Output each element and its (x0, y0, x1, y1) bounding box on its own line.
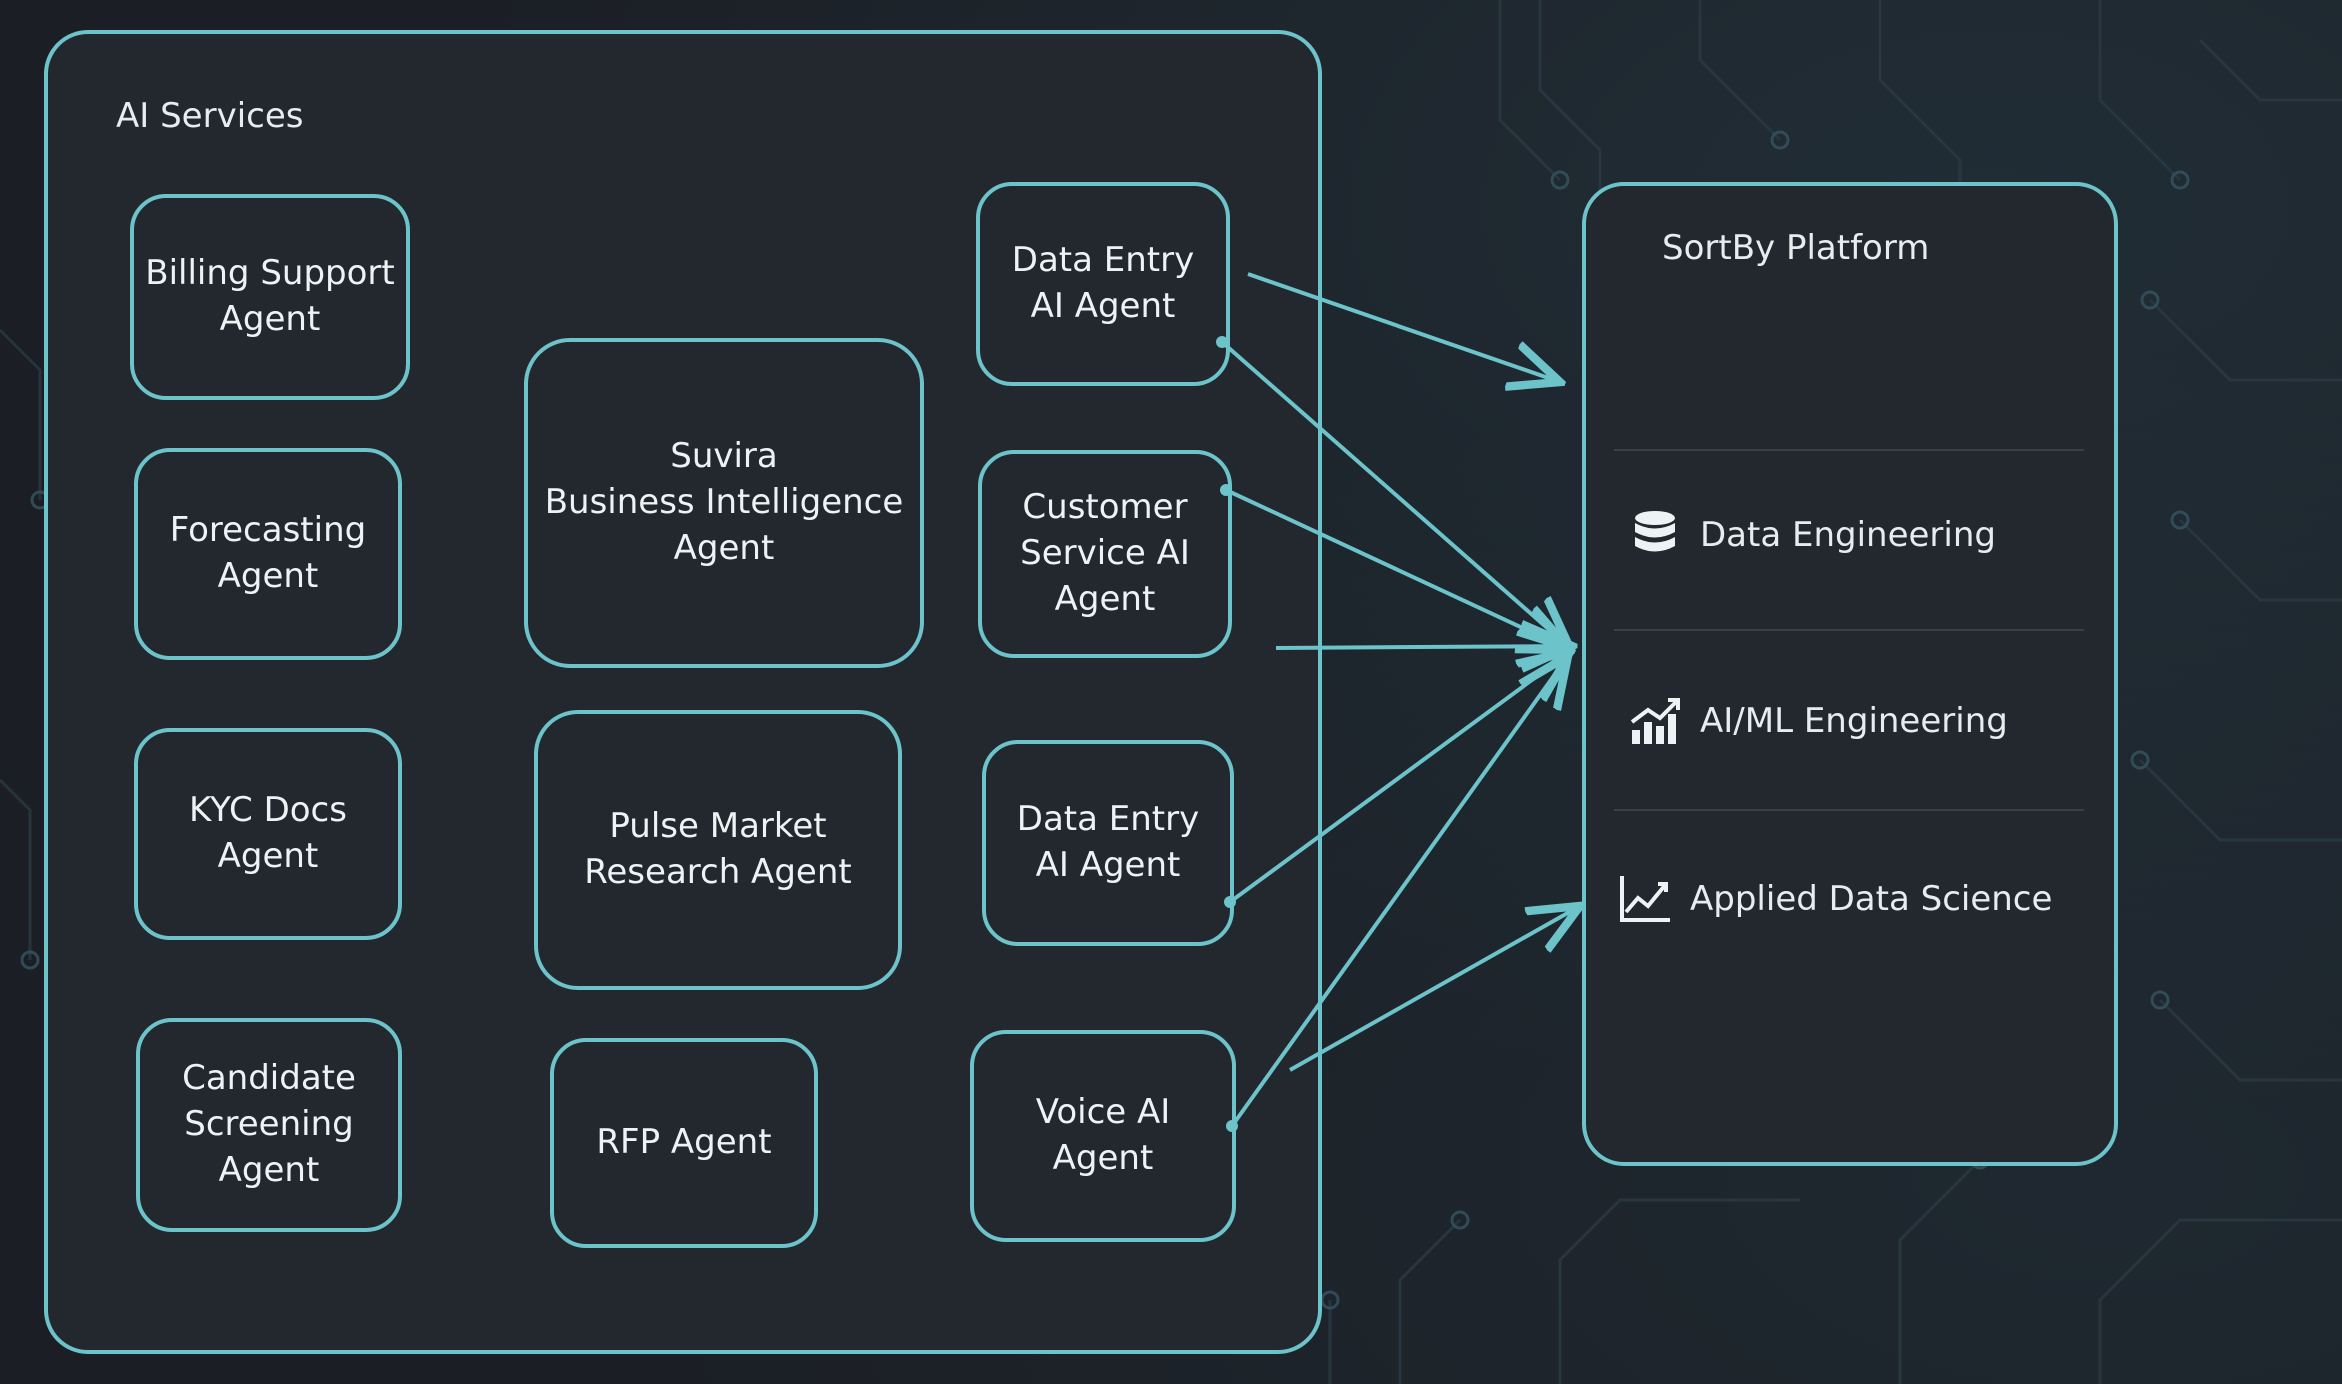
capability-label: Applied Data Science (1690, 879, 2053, 919)
agent-box-billing[interactable] (130, 194, 410, 400)
connection-dot (1224, 896, 1236, 908)
connection-arrow (1275, 646, 1572, 648)
capability-data-engineering: Data Engineering (1628, 510, 1996, 560)
agent-box-pulse[interactable] (534, 710, 902, 990)
agent-box-suvira[interactable] (524, 338, 924, 668)
database-icon (1635, 511, 1675, 552)
connection-dot (1220, 484, 1232, 496)
capability-label: AI/ML Engineering (1700, 701, 2008, 741)
connection-arrow (1228, 652, 1570, 904)
agent-box-data-entry-1[interactable] (976, 182, 1230, 386)
capability-label: Data Engineering (1700, 515, 1996, 555)
platform-title: SortBy Platform (1662, 228, 1930, 268)
platform-container (1582, 182, 2118, 1166)
capability-applied-data-science: Applied Data Science (1618, 874, 2052, 924)
connection-arrow (1225, 488, 1570, 650)
capability-ai-ml-engineering: AI/ML Engineering (1628, 696, 2008, 746)
bar-chart-icon (1630, 698, 1680, 744)
connection-dot (1216, 336, 1228, 348)
connection-arrow (1220, 340, 1570, 648)
connection-arrow (1230, 656, 1568, 1128)
connection-dot (1226, 1120, 1238, 1132)
agent-box-data-entry-2[interactable] (982, 740, 1234, 946)
agent-box-rfp[interactable] (550, 1038, 818, 1248)
agent-box-forecasting[interactable] (134, 448, 402, 660)
connection-arrow (1247, 272, 1560, 382)
agent-box-candidate[interactable] (136, 1018, 402, 1232)
agent-box-kyc[interactable] (134, 728, 402, 940)
line-chart-icon (1620, 876, 1670, 922)
agent-box-voice[interactable] (970, 1030, 1236, 1242)
agent-box-customer-service[interactable] (978, 450, 1232, 658)
ai-services-title: AI Services (116, 96, 304, 136)
connection-arrow (1289, 906, 1580, 1072)
